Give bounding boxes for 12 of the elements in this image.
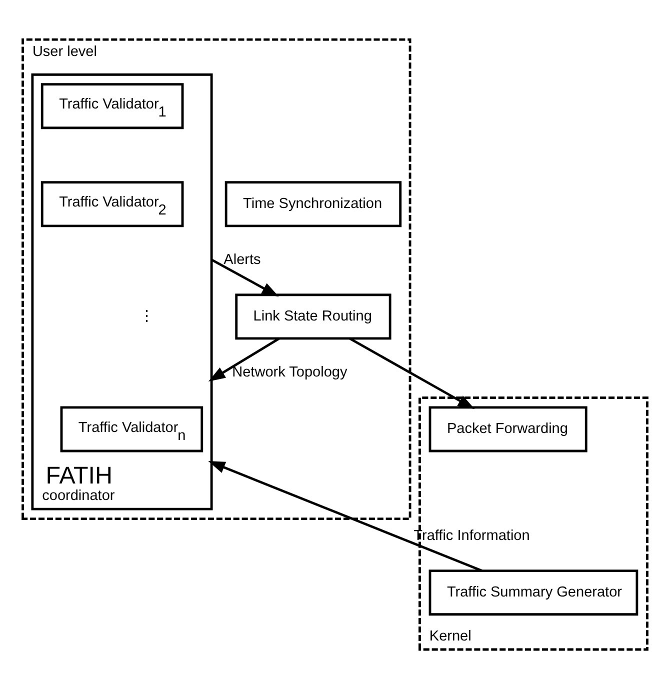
arrow xyxy=(210,258,279,297)
edge-label: Alerts xyxy=(224,252,261,268)
node-box: Link State Routing xyxy=(235,294,392,340)
edge-label: Network Topology xyxy=(232,364,348,381)
edge-label: Traffic Information xyxy=(414,528,530,544)
arrow xyxy=(208,461,482,572)
node-box: Time Synchronization xyxy=(224,181,402,228)
arrow xyxy=(208,338,280,382)
arrow xyxy=(349,338,475,410)
node-box: Packet Forwarding xyxy=(428,406,588,452)
label: ⋮ xyxy=(140,308,155,324)
node-box: Traffic Summary Generator xyxy=(428,570,638,616)
